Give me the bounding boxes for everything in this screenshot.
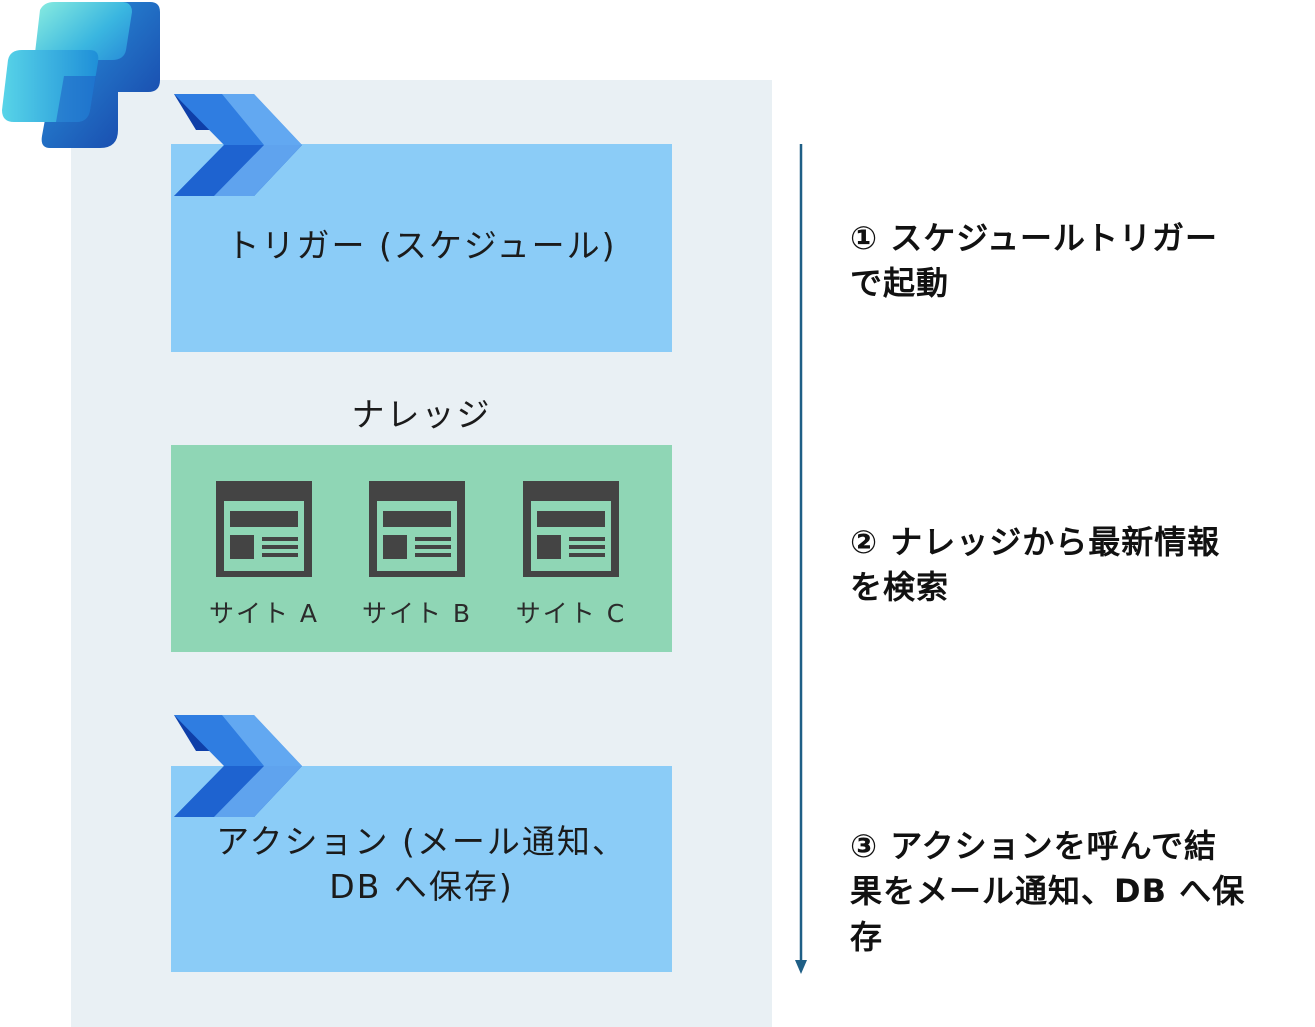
- step-1-line2: で起動: [850, 264, 950, 303]
- step-3-line1: ③ アクションを呼んで結: [850, 827, 1218, 865]
- site-c-label: サイト C: [515, 599, 627, 628]
- site-a-label: サイト A: [208, 599, 320, 628]
- step-1-line1: ① スケジュールトリガー: [850, 219, 1218, 257]
- trigger-label: トリガー (スケジュール): [226, 226, 617, 265]
- site-c-web-page-icon: [521, 479, 621, 579]
- action-label: アクション (メール通知、 DB へ保存): [171, 820, 672, 909]
- site-b-label: サイト B: [361, 599, 473, 628]
- step-3-line2: 果をメール通知、DB へ保: [850, 872, 1246, 911]
- step-1-description: ① スケジュールトリガー で起動: [850, 216, 1300, 307]
- action-label-line2: DB へ保存): [329, 866, 514, 906]
- step-3-description: ③ アクションを呼んで結 果をメール通知、DB へ保 存: [850, 824, 1300, 960]
- step-2-line1: ② ナレッジから最新情報: [850, 523, 1221, 561]
- step-3-line3: 存: [850, 917, 884, 956]
- process-flow-arrow: [795, 144, 807, 974]
- knowledge-label: ナレッジ: [351, 395, 492, 434]
- action-label-line1: アクション (メール通知、: [216, 822, 627, 861]
- site-a-web-page-icon: [214, 479, 314, 579]
- power-automate-logo: [174, 715, 302, 817]
- step-2-line2: を検索: [850, 568, 950, 607]
- step-2-description: ② ナレッジから最新情報 を検索: [850, 520, 1300, 611]
- copilot-studio-logo: [2, 2, 160, 148]
- site-b-web-page-icon: [367, 479, 467, 579]
- power-automate-logo: [174, 94, 302, 196]
